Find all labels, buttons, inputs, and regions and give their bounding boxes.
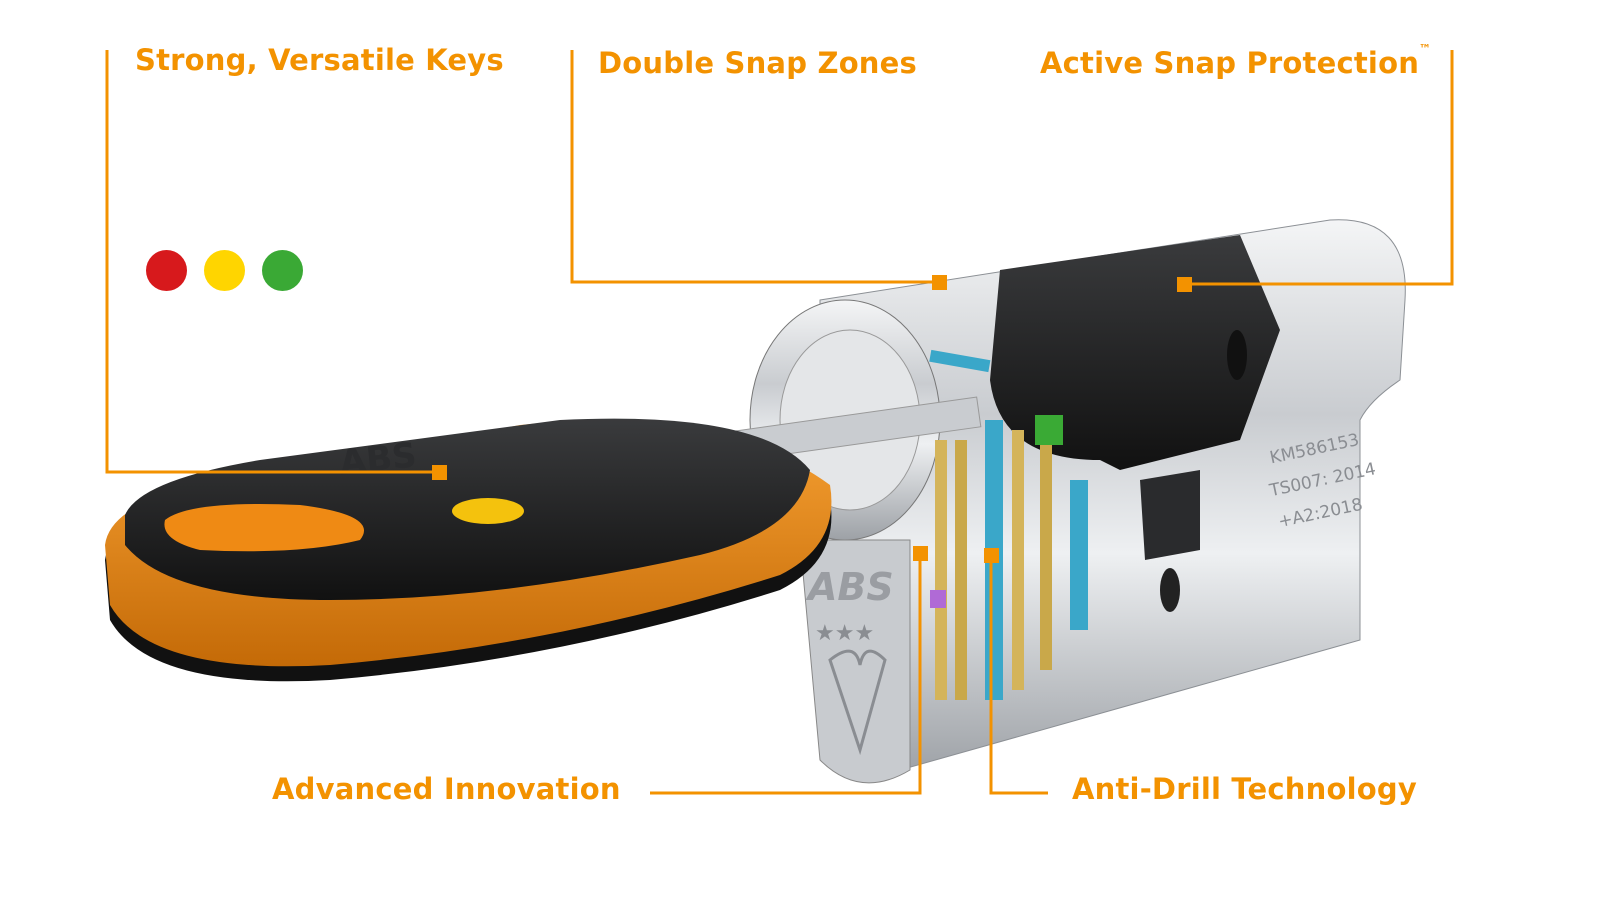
green-key-color-dot [262, 250, 303, 291]
label-advanced-innovation: Advanced Innovation [272, 772, 621, 806]
key-color-dot [452, 498, 524, 524]
label-double-snap-zones: Double Snap Zones [598, 46, 917, 80]
abs-logo-engraving: ABS [805, 565, 894, 609]
cylinder-body: ABS ★★★ KM586153 TS007: 2014 +A2:2018 [718, 219, 1406, 784]
kitemark-icon [828, 649, 887, 756]
svg-text:ABS: ABS [338, 435, 418, 483]
trademark-symbol: ™ [1419, 42, 1432, 56]
callout-markers [432, 275, 1192, 563]
yellow-key-color-dot [204, 250, 245, 291]
key: ABS [105, 418, 832, 682]
label-active-snap-protection: Active Snap Protection™ [1040, 42, 1431, 80]
label-anti-drill-technology: Anti-Drill Technology [1072, 772, 1417, 806]
label-strong-versatile-keys: Strong, Versatile Keys [135, 43, 504, 77]
label-active-snap-text: Active Snap Protection [1040, 46, 1420, 80]
kitemark-stars: ★★★ [815, 621, 874, 646]
red-key-color-dot [146, 250, 187, 291]
callout-lines [105, 50, 1454, 795]
